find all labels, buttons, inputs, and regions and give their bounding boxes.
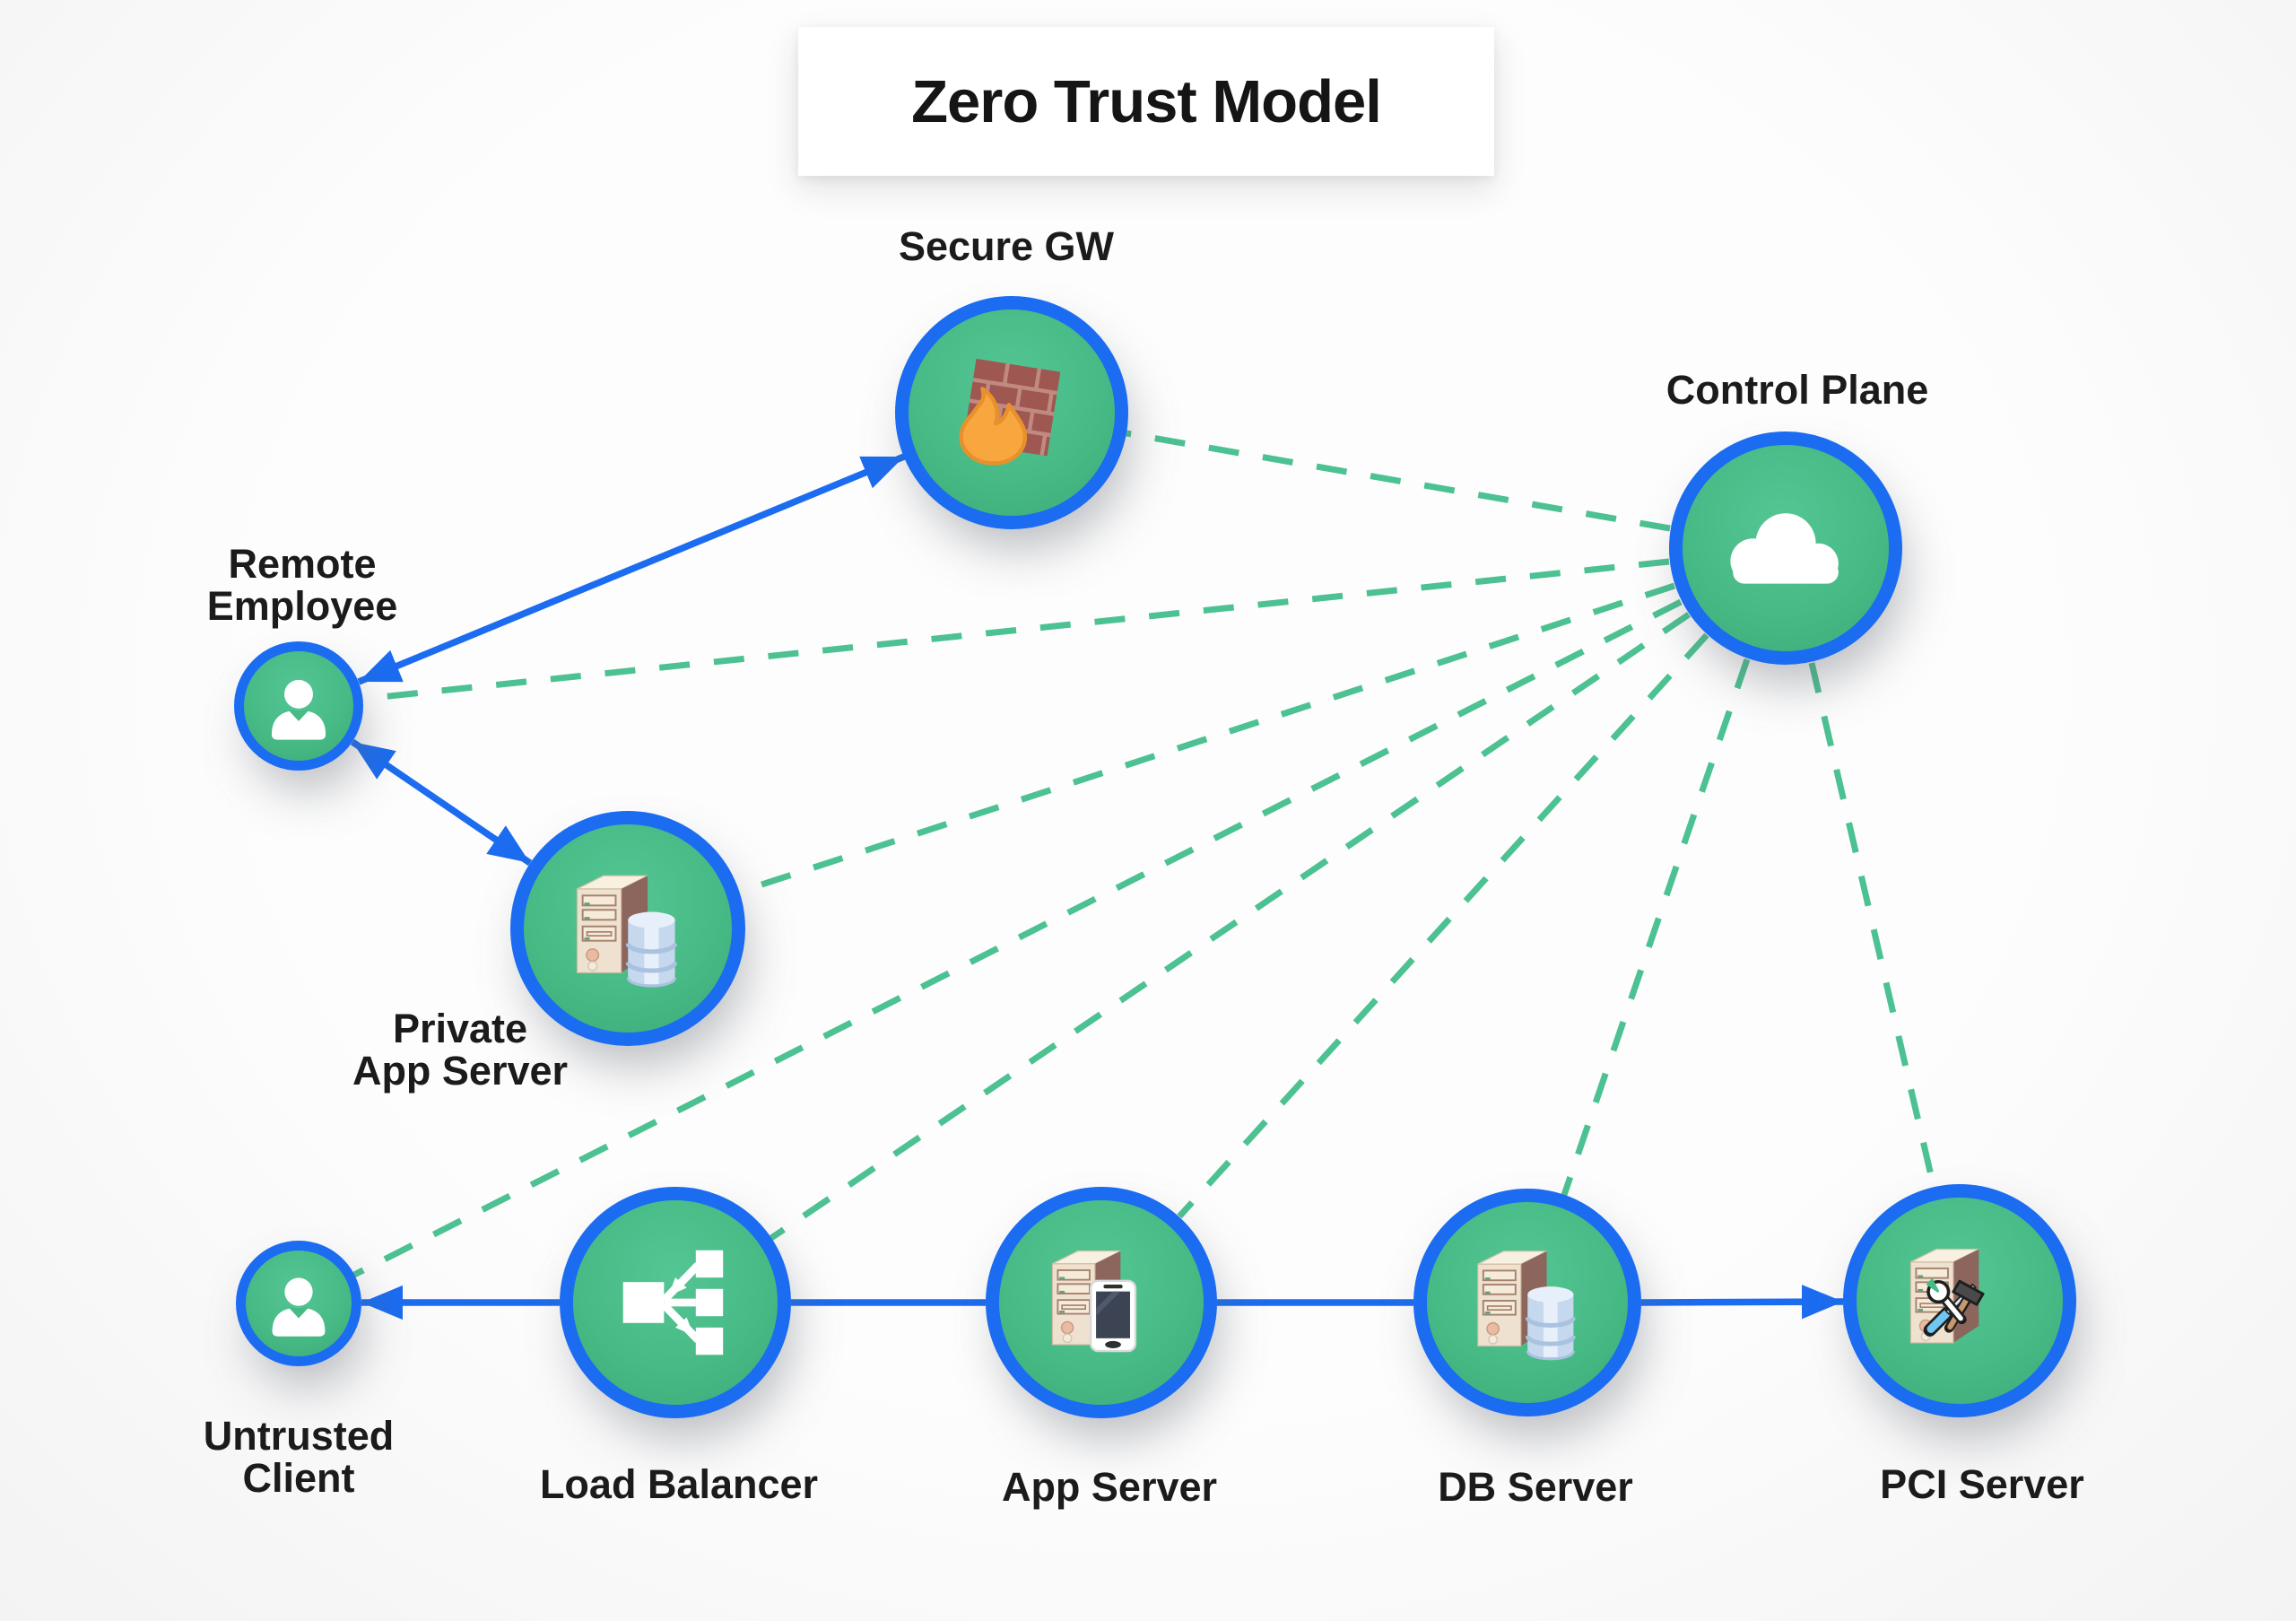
- smartphone-shape: [1089, 1280, 1137, 1353]
- label-app-server: App Server: [1001, 1464, 1218, 1510]
- label-line: App Server: [352, 1047, 569, 1094]
- label-remote-employee: Remote Employee: [206, 541, 398, 629]
- edge-control-plane-private-app-server: [738, 582, 1676, 895]
- cloud-icon: [1730, 512, 1839, 584]
- label-line: Employee: [206, 582, 398, 629]
- edge-control-plane-db-server: [1561, 658, 1751, 1197]
- label-control-plane: Control Plane: [1665, 367, 1929, 413]
- label-line: Control Plane: [1665, 367, 1929, 413]
- node-pci-server: [1843, 1184, 2076, 1417]
- server-database-icon: [576, 875, 705, 997]
- server-phone-icon: [1051, 1251, 1137, 1353]
- edge-remote-employee-private-app-server: [350, 738, 533, 867]
- edge-remote-employee-secure-gw: [357, 453, 906, 685]
- label-line: Secure GW: [898, 223, 1115, 269]
- node-secure-gw: [895, 296, 1128, 529]
- diagram-title: Zero Trust Model: [911, 67, 1382, 135]
- node-remote-employee: [234, 641, 363, 771]
- label-db-server: DB Server: [1438, 1464, 1633, 1510]
- firewall-icon: [959, 358, 1061, 466]
- label-line: DB Server: [1438, 1464, 1633, 1510]
- server-tools-icon: [1909, 1249, 1985, 1345]
- edge-control-plane-app-server: [1177, 632, 1709, 1219]
- title-card: Zero Trust Model: [798, 27, 1494, 176]
- node-untrusted-client: [236, 1241, 361, 1366]
- label-line: Remote: [228, 541, 377, 587]
- edge-db-server-pci-server: [1640, 1285, 1844, 1320]
- node-control-plane: [1669, 431, 1902, 665]
- label-load-balancer: Load Balancer: [539, 1461, 819, 1507]
- node-load-balancer: [560, 1187, 791, 1418]
- load-balancer-icon: [622, 1250, 724, 1355]
- label-line: Client: [242, 1454, 355, 1501]
- label-line: Private: [392, 1006, 528, 1051]
- tools-shape: [1923, 1277, 1985, 1338]
- label-line: PCI Server: [1880, 1461, 2084, 1507]
- label-secure-gw: Secure GW: [898, 223, 1115, 269]
- label-line: App Server: [1001, 1464, 1218, 1510]
- label-untrusted-client: Untrusted Client: [203, 1413, 395, 1501]
- label-line: Load Balancer: [539, 1461, 819, 1507]
- edge-control-plane-pci-server: [1808, 662, 1937, 1188]
- label-private-app-server: Private App Server: [352, 1006, 569, 1094]
- user-icon: [272, 1277, 326, 1337]
- edge-control-plane-secure-gw: [1126, 430, 1671, 532]
- node-db-server: [1413, 1189, 1641, 1416]
- edge-control-plane-remote-employee: [362, 558, 1670, 702]
- node-app-server: [986, 1187, 1217, 1418]
- label-line: Untrusted: [203, 1413, 395, 1459]
- label-pci-server: PCI Server: [1880, 1461, 2084, 1507]
- user-icon: [271, 679, 326, 740]
- edge-control-plane-load-balancer: [770, 612, 1691, 1241]
- server-database-icon: [1476, 1250, 1603, 1370]
